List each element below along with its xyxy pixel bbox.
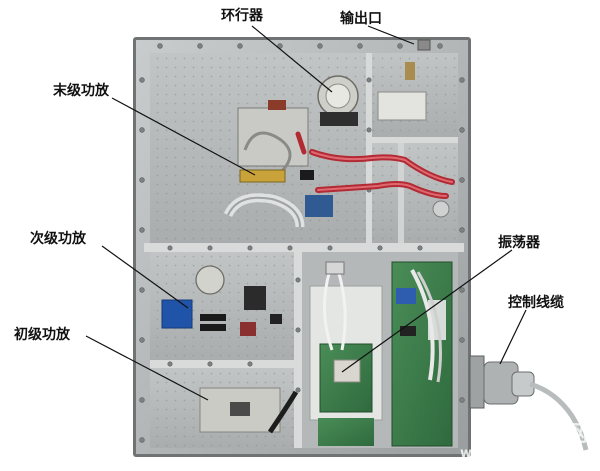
label-second-amp: 次级功放: [30, 231, 86, 247]
control-cable-connector: [469, 355, 589, 451]
output-board: [377, 39, 431, 121]
label-control-cable: 控制线缆: [508, 295, 564, 311]
label-output-port: 输出口: [340, 11, 382, 27]
second-amp-board: [161, 265, 282, 336]
label-first-amp: 初级功放: [14, 327, 70, 343]
red-cables: [295, 131, 455, 218]
label-oscillator: 振荡器: [498, 235, 540, 251]
label-circulator: 环行器: [221, 8, 263, 24]
frame-screws: [139, 43, 465, 443]
first-amp-board: [199, 387, 299, 434]
watermark-en: www.anytesting.com: [460, 446, 600, 461]
circulator: [317, 75, 359, 126]
final-amp-board: [223, 100, 333, 228]
label-final-amp: 末级功放: [53, 83, 109, 99]
oscillator-section: [309, 261, 453, 447]
leader-lines: [85, 25, 527, 401]
watermark-cn: 嘉峪检测网: [474, 422, 590, 447]
